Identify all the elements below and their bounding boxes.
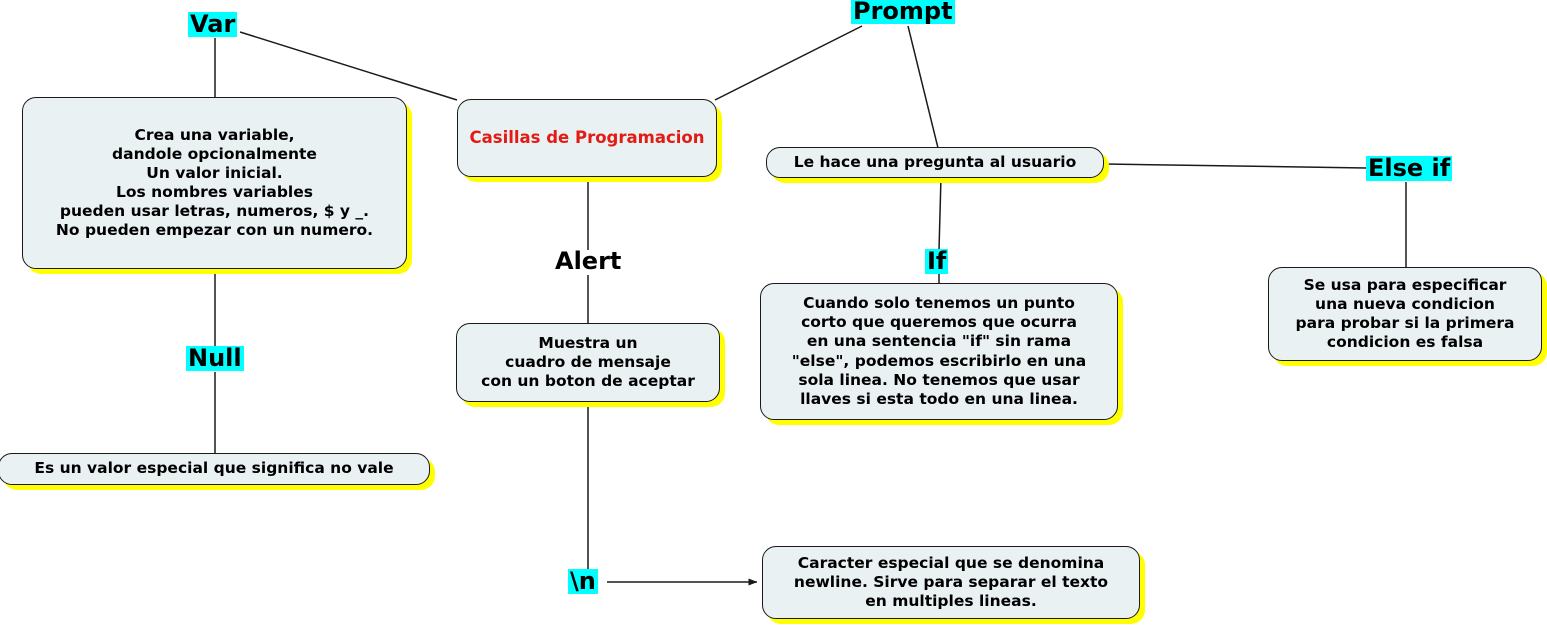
box-text: Crea una variable, dandole opcionalmente…	[55, 125, 374, 240]
box-body: Se usa para especificar una nueva condic…	[1268, 267, 1542, 361]
box-prompt-description[interactable]: Le hace una pregunta al usuario	[766, 147, 1109, 183]
edge-prompt-desc-to-if	[938, 176, 942, 251]
box-if-description[interactable]: Cuando solo tenemos un punto corto que q…	[760, 283, 1123, 425]
box-text: Se usa para especificar una nueva condic…	[1295, 275, 1515, 352]
box-body: Casillas de Programacion	[457, 99, 717, 177]
box-null-description[interactable]: Es un valor especial que significa no va…	[0, 453, 435, 490]
edge-prompt-to-root	[714, 25, 863, 101]
box-text: Cuando solo tenemos un punto corto que q…	[791, 294, 1087, 408]
box-body: Le hace una pregunta al usuario	[766, 147, 1104, 178]
box-else-if-description[interactable]: Se usa para especificar una nueva condic…	[1268, 267, 1547, 366]
concept-node-null[interactable]: Null	[186, 344, 244, 372]
concept-node-newline[interactable]: \n	[568, 567, 598, 595]
box-body: Crea una variable, dandole opcionalmente…	[22, 97, 407, 269]
box-body: Cuando solo tenemos un punto corto que q…	[760, 283, 1118, 420]
edge-var-to-root	[239, 31, 458, 101]
concept-node-if[interactable]: If	[925, 247, 949, 275]
concept-node-prompt[interactable]: Prompt	[851, 0, 955, 25]
edge-prompt-to-prompt-desc	[907, 25, 939, 149]
box-text: Caracter especial que se denomina newlin…	[793, 553, 1109, 611]
box-var-description[interactable]: Crea una variable, dandole opcionalmente…	[22, 97, 412, 274]
concept-node-else-if[interactable]: Else if	[1366, 154, 1453, 182]
box-text: Es un valor especial que significa no va…	[34, 459, 394, 478]
box-alert-description[interactable]: Muestra un cuadro de mensaje con un boto…	[456, 323, 725, 407]
box-text: Casillas de Programacion	[469, 127, 705, 147]
concept-node-var[interactable]: Var	[188, 10, 238, 38]
box-newline-description[interactable]: Caracter especial que se denomina newlin…	[762, 546, 1145, 624]
box-body: Caracter especial que se denomina newlin…	[762, 546, 1140, 619]
box-text: Muestra un cuadro de mensaje con un boto…	[481, 333, 695, 391]
box-body: Muestra un cuadro de mensaje con un boto…	[456, 323, 720, 402]
box-body: Es un valor especial que significa no va…	[0, 453, 430, 485]
box-root-casillas-de-programacion[interactable]: Casillas de Programacion	[457, 99, 722, 182]
box-text: Le hace una pregunta al usuario	[793, 152, 1077, 171]
concept-node-alert[interactable]: Alert	[555, 247, 622, 275]
edge-prompt-desc-to-else-if	[1104, 163, 1367, 169]
